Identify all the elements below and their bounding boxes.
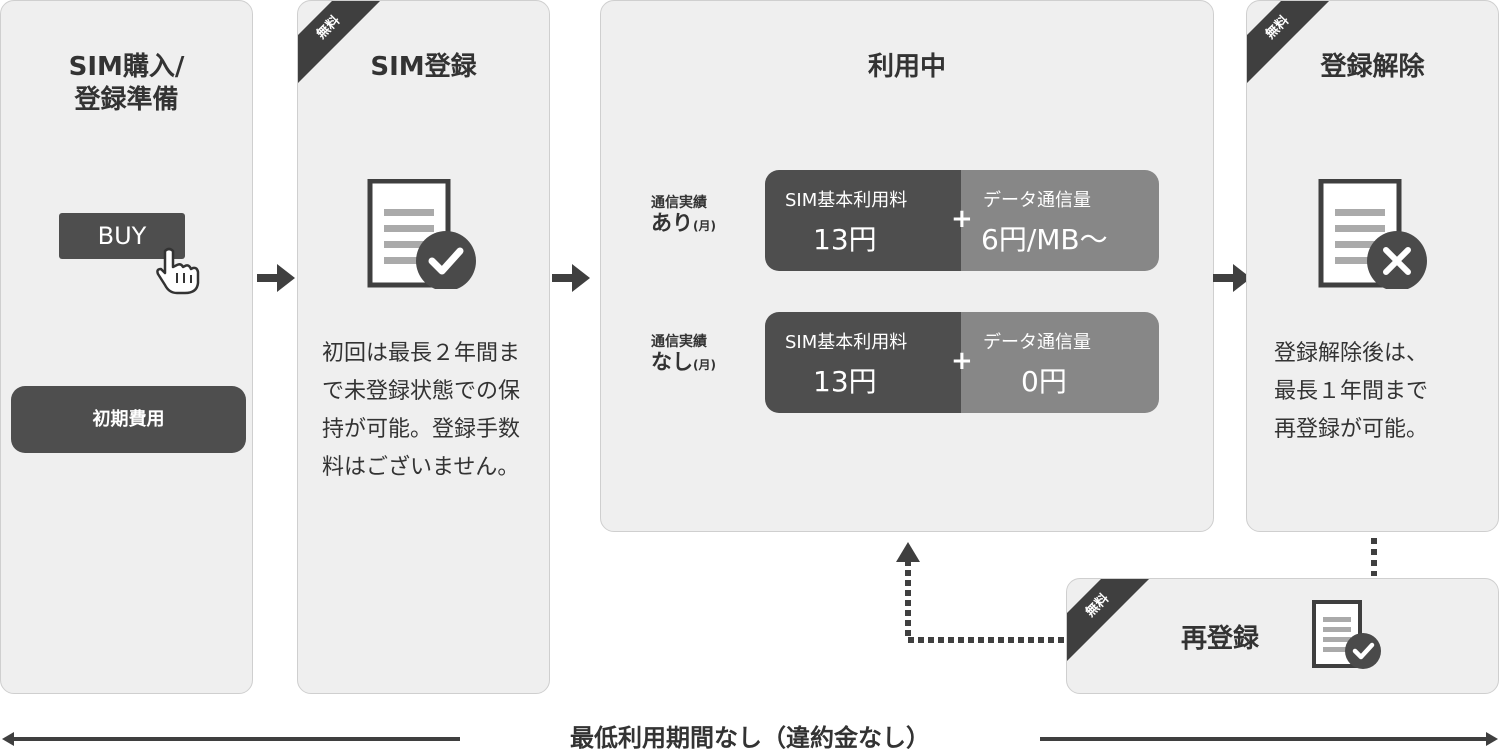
step-purchase-title: SIM購入/ 登録準備	[68, 52, 185, 115]
usage-fee-pill: SIM基本利用料 13円 + データ通信量 0円	[765, 312, 1159, 413]
usage-row-label-big: なし	[651, 350, 693, 374]
data-fee-value: 6円/MB〜	[981, 223, 1108, 256]
base-fee-value: 13円	[813, 223, 877, 256]
data-fee-panel	[961, 312, 1159, 413]
pointer-hand-icon	[156, 247, 200, 295]
step-register-card: 無料 SIM登録 初回は最長２年間まで未登録状態での保持が可能。登録手数料はござ…	[297, 0, 550, 694]
dotted-return-arrow	[896, 542, 1064, 643]
initial-cost-badge: 初期費用	[11, 386, 246, 453]
usage-row-label-top: 通信実績	[651, 195, 707, 211]
step-deregister-title: 登録解除	[1320, 52, 1425, 82]
buy-button: BUY	[59, 213, 185, 259]
reregister-card: 無料 再登録	[1066, 578, 1499, 694]
usage-row-label-small: (月)	[693, 219, 716, 233]
step-in-use-title: 利用中	[867, 52, 946, 82]
minimum-period-label: 最低利用期間なし（違約金なし）	[570, 724, 930, 752]
data-fee-panel	[961, 170, 1159, 271]
document-check-icon	[367, 179, 476, 289]
base-fee-caption: SIM基本利用料	[785, 190, 908, 211]
base-fee-panel	[765, 312, 961, 413]
usage-row-label-top: 通信実績	[651, 334, 707, 350]
flow-arrow-2	[552, 264, 590, 292]
document-cancel-icon	[1318, 179, 1427, 289]
minimum-period-left-arrow	[2, 732, 460, 746]
base-fee-panel	[765, 170, 961, 271]
step-in-use-card: 利用中 通信実績 あり(月) SIM基本利用料 13円 + データ通信量 6円/…	[600, 0, 1214, 532]
step-deregister-description: 登録解除後は、 最長１年間まで 再登録が可能。	[1274, 341, 1429, 442]
plus-sign: +	[951, 346, 973, 376]
flow-arrow-3	[1213, 264, 1251, 292]
data-fee-value: 0円	[1021, 365, 1067, 398]
free-ribbon: 無料	[1067, 579, 1164, 672]
step-register-title: SIM登録	[370, 52, 477, 82]
usage-row-label-small: (月)	[693, 358, 716, 372]
base-fee-value: 13円	[813, 365, 877, 398]
base-fee-caption: SIM基本利用料	[785, 332, 908, 353]
step-register-description: 初回は最長２年間まで未登録状態での保持が可能。登録手数料はございません。	[322, 341, 521, 480]
minimum-period-right-arrow	[1040, 732, 1498, 746]
usage-fee-pill: SIM基本利用料 13円 + データ通信量 6円/MB〜	[765, 170, 1159, 271]
initial-cost-label: 初期費用	[92, 409, 165, 430]
document-check-icon	[1312, 600, 1381, 669]
buy-button-label: BUY	[97, 222, 147, 250]
data-fee-caption: データ通信量	[983, 332, 1091, 353]
data-fee-caption: データ通信量	[983, 190, 1091, 211]
usage-row-label-big: あり	[651, 211, 693, 235]
dotted-connector-vertical	[1371, 538, 1377, 576]
flow-arrow-1	[257, 264, 295, 292]
step-deregister-card: 無料 登録解除 登録解除後は、 最長１年間まで 再登録が可能。	[1246, 0, 1499, 532]
usage-row-label: 通信実績 なし(月)	[651, 332, 716, 375]
plus-sign: +	[951, 204, 973, 234]
usage-row-label: 通信実績 あり(月)	[651, 193, 716, 236]
reregister-title: 再登録	[1181, 624, 1260, 654]
step-purchase-card: SIM購入/ 登録準備 BUY 初期費用	[0, 0, 253, 694]
